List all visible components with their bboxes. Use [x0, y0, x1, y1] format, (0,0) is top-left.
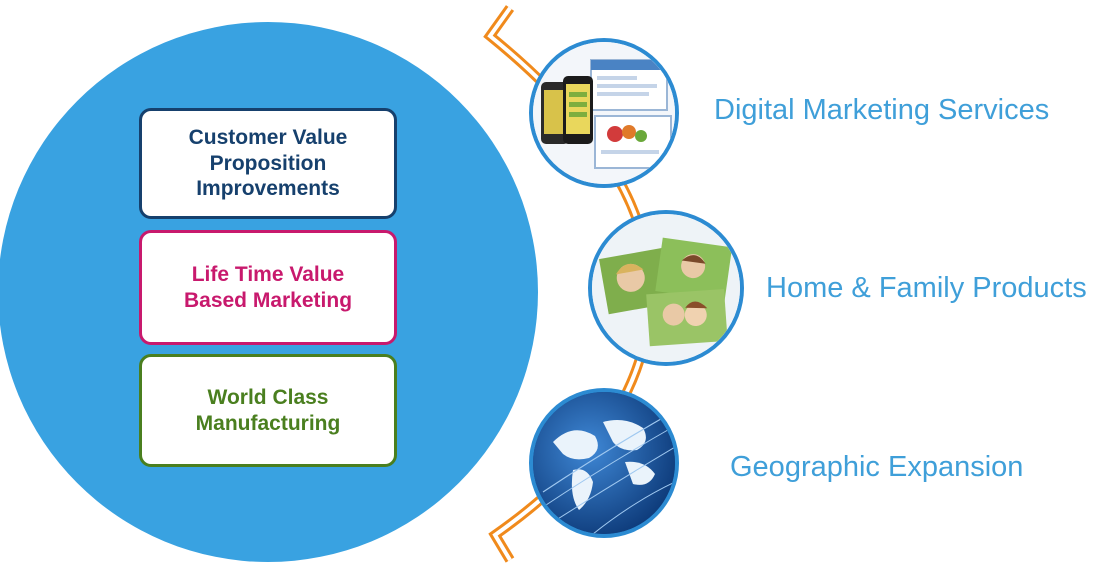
globe-icon — [533, 392, 675, 534]
growth-label-geo: Geographic Expansion — [730, 451, 1024, 483]
globe-image — [529, 388, 679, 538]
growth-label-digital: Digital Marketing Services — [714, 94, 1050, 126]
pillar-lifetime-value: Life Time Value Based Marketing — [139, 230, 397, 345]
pillar-lifetime-value-text: Life Time Value Based Marketing — [183, 262, 353, 312]
home-family-image — [588, 210, 744, 366]
pillar-customer-value-text: Customer Value Proposition Improvements — [188, 126, 348, 201]
pillar-manufacturing: World Class Manufacturing — [139, 354, 397, 467]
growth-label-home: Home & Family Products — [766, 272, 1087, 304]
phones-web-pages-icon — [533, 42, 675, 184]
digital-marketing-image — [529, 38, 679, 188]
pillar-customer-value: Customer Value Proposition Improvements — [139, 108, 397, 219]
family-photo-books-icon — [592, 214, 740, 362]
pillar-manufacturing-text: World Class Manufacturing — [195, 385, 341, 435]
